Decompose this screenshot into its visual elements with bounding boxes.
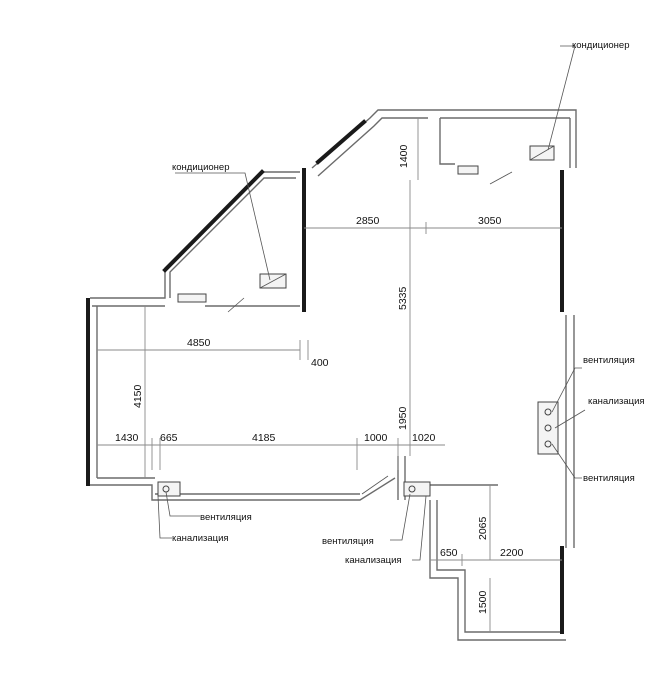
leader-vent-bottom-mid bbox=[390, 493, 411, 541]
wall-top-right-inner bbox=[439, 118, 455, 165]
leader-sewer-bottom-left bbox=[157, 495, 172, 539]
leader-vent-bottom-left bbox=[165, 491, 200, 517]
wall-diagonal-top-inner bbox=[317, 117, 428, 177]
dim-1950: 1950 bbox=[397, 406, 409, 430]
vent-bottom-mid-icon bbox=[408, 485, 416, 493]
wall-top-left-bay-inner bbox=[169, 177, 296, 298]
dim-665: 665 bbox=[160, 432, 178, 444]
ac-pipe bbox=[227, 297, 245, 313]
dim-2850: 2850 bbox=[356, 215, 380, 227]
dim-2200: 2200 bbox=[500, 547, 524, 559]
ac-indoor-top-right bbox=[457, 165, 479, 175]
label-ac-left: кондиционер bbox=[172, 162, 230, 173]
ac-unit-mark bbox=[529, 145, 555, 161]
leader-vent-right-top bbox=[551, 367, 582, 413]
equipment bbox=[157, 145, 559, 497]
label-sewer-bottom-mid: канализация bbox=[345, 555, 402, 566]
thick-wall-diag-left bbox=[162, 169, 265, 273]
shaft-bottom-mid bbox=[403, 481, 431, 497]
thick-wall-diag-top bbox=[315, 119, 367, 165]
door-leaf bbox=[361, 475, 389, 495]
leader-lines bbox=[157, 45, 586, 561]
wall-bottom-right-bay-inner bbox=[436, 500, 560, 633]
wall-bottom-left bbox=[90, 477, 396, 501]
vent-right-top-icon bbox=[544, 408, 552, 416]
label-vent-bottom-left: вентиляция bbox=[200, 512, 252, 523]
dim-1000: 1000 bbox=[364, 432, 388, 444]
leader-ac-left bbox=[175, 172, 271, 281]
dim-4150: 4150 bbox=[132, 384, 144, 408]
leader-sewer-bottom-mid bbox=[412, 495, 427, 561]
wall-bottom-right-bay bbox=[429, 500, 566, 641]
dim-5335: 5335 bbox=[397, 286, 409, 310]
dim-2065: 2065 bbox=[477, 516, 489, 540]
label-vent-right-top: вентиляция bbox=[583, 355, 635, 366]
dim-4850: 4850 bbox=[187, 337, 211, 349]
sewer-right-icon bbox=[544, 424, 552, 432]
dim-1020: 1020 bbox=[412, 432, 436, 444]
label-sewer-right: канализация bbox=[588, 396, 645, 407]
dim-1500: 1500 bbox=[477, 590, 489, 614]
annotation-labels: кондиционер кондиционер вентиляция канал… bbox=[172, 40, 645, 566]
dim-650: 650 bbox=[440, 547, 458, 559]
ac-pipe bbox=[489, 171, 513, 185]
label-vent-right-bottom: вентиляция bbox=[583, 473, 635, 484]
dim-4185: 4185 bbox=[252, 432, 276, 444]
dim-400: 400 bbox=[311, 357, 329, 369]
label-vent-bottom-mid: вентиляция bbox=[322, 536, 374, 547]
outline-walls bbox=[90, 109, 577, 641]
shaft-right bbox=[537, 401, 559, 455]
dim-3050: 3050 bbox=[478, 215, 502, 227]
label-sewer-bottom-left: канализация bbox=[172, 533, 229, 544]
dimension-lines bbox=[97, 118, 562, 632]
thick-walls bbox=[86, 119, 564, 634]
leader-ac-top-right bbox=[547, 45, 576, 151]
label-ac-top-right: кондиционер bbox=[572, 40, 630, 51]
dim-1430: 1430 bbox=[115, 432, 139, 444]
leader-vent-right-bottom bbox=[551, 443, 582, 479]
wall-top-right bbox=[432, 109, 577, 168]
vent-right-bottom-icon bbox=[544, 440, 552, 448]
leader-sewer-right bbox=[554, 409, 586, 429]
ac-unit-mark bbox=[259, 273, 287, 289]
dimension-texts: 1400 2850 3050 5335 4850 400 4150 1950 1… bbox=[115, 144, 524, 614]
ac-indoor-left bbox=[177, 293, 207, 303]
dim-1400: 1400 bbox=[398, 144, 410, 168]
